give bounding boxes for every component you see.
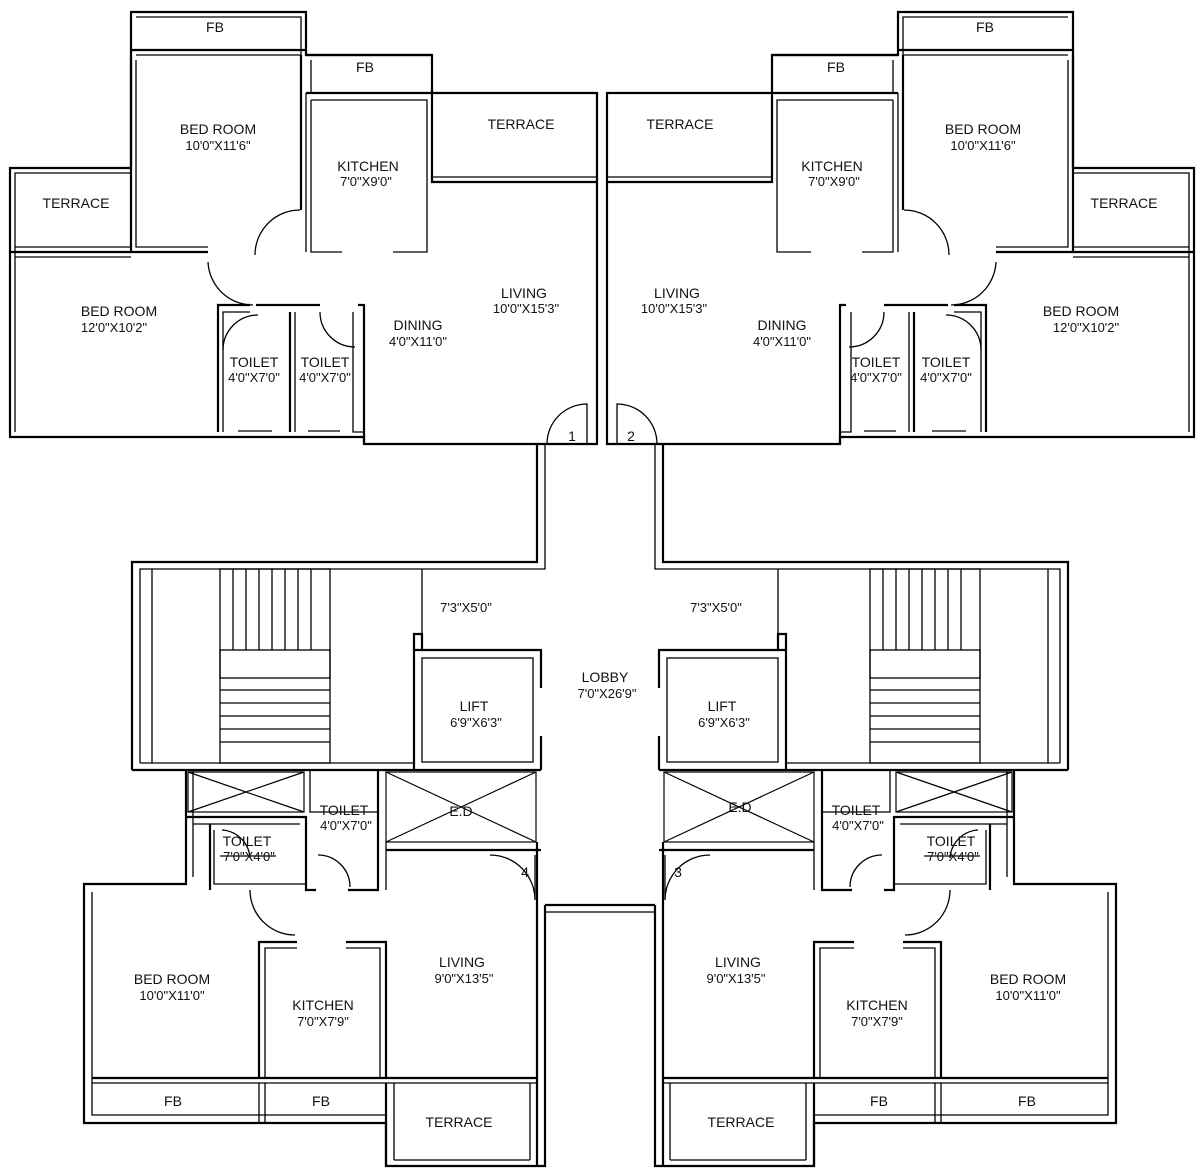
ur-toilet2-size: 4'0"X7'0": [920, 370, 972, 385]
ur-terrace-top: TERRACE: [647, 116, 714, 132]
flat-upper-left: [8, 10, 599, 446]
lr-terrace: TERRACE: [708, 1114, 775, 1130]
ur-bedroom1-size: 10'0"X11'6": [950, 138, 1016, 153]
right-landing-size: 7'3"X5'0": [690, 600, 742, 615]
ll-terrace: TERRACE: [426, 1114, 493, 1130]
ll-toilet2-name: TOILET: [223, 833, 272, 849]
left-landing-size: 7'3"X5'0": [440, 600, 492, 615]
ul-fb-top: FB: [206, 19, 224, 35]
lr-toilet1-name: TOILET: [832, 802, 881, 818]
ul-bedroom1-size: 10'0"X11'6": [185, 138, 251, 153]
lobby-name: LOBBY: [582, 669, 629, 685]
ul-fb-kitchen: FB: [356, 59, 374, 75]
ul-living-name: LIVING: [501, 285, 547, 301]
core: [130, 444, 1070, 913]
ll-toilet1-size: 4'0"X7'0": [320, 818, 372, 833]
right-lift-name: LIFT: [708, 698, 737, 714]
ur-door-number: 2: [627, 428, 635, 444]
ul-living-size: 10'0"X15'3": [493, 301, 560, 316]
lr-toilet2-name: TOILET: [927, 833, 976, 849]
left-duct-label: E.D: [449, 803, 472, 819]
ul-toilet1-name: TOILET: [230, 354, 279, 370]
lr-living-name: LIVING: [715, 954, 761, 970]
ur-fb-kitchen: FB: [827, 59, 845, 75]
ll-door-number: 4: [521, 864, 529, 880]
lr-door-number: 3: [674, 864, 682, 880]
ur-dining-size: 4'0"X11'0": [753, 334, 811, 349]
lobby-size: 7'0"X26'9": [577, 686, 636, 701]
ul-toilet2-size: 4'0"X7'0": [299, 370, 351, 385]
ll-toilet2-size: 7'0"X4'0": [223, 849, 275, 864]
flat-lower-right: [653, 770, 1118, 1168]
left-lift-size: 6'9"X6'3": [450, 715, 502, 730]
ul-kitchen-name: KITCHEN: [337, 158, 398, 174]
ul-toilet2-name: TOILET: [301, 354, 350, 370]
lr-bedroom-size: 10'0"X11'0": [995, 988, 1061, 1003]
ll-bedroom-size: 10'0"X11'0": [139, 988, 205, 1003]
flat-lower-left: [82, 770, 547, 1168]
lr-toilet1-size: 4'0"X7'0": [832, 818, 884, 833]
ul-terrace-side: TERRACE: [43, 195, 110, 211]
ul-bedroom1-name: BED ROOM: [180, 121, 256, 137]
ul-terrace-top: TERRACE: [488, 116, 555, 132]
ul-bedroom2-size: 12'0"X10'2": [81, 320, 148, 335]
ur-terrace-side: TERRACE: [1091, 195, 1158, 211]
right-lift-size: 6'9"X6'3": [698, 715, 750, 730]
lr-kitchen-name: KITCHEN: [846, 997, 907, 1013]
ul-bedroom2-name: BED ROOM: [81, 303, 157, 319]
left-lift-name: LIFT: [460, 698, 489, 714]
ll-living-size: 9'0"X13'5": [434, 971, 493, 986]
right-duct-label: E.D: [728, 799, 751, 815]
lr-fb1: FB: [870, 1093, 888, 1109]
ul-dining-name: DINING: [394, 317, 443, 333]
ur-toilet1-size: 4'0"X7'0": [850, 370, 902, 385]
ur-kitchen-name: KITCHEN: [801, 158, 862, 174]
ll-kitchen-size: 7'0"X7'9": [297, 1014, 349, 1029]
ur-bedroom1-name: BED ROOM: [945, 121, 1021, 137]
ur-bedroom2-size: 12'0"X10'2": [1053, 320, 1120, 335]
ur-living-name: LIVING: [654, 285, 700, 301]
ll-kitchen-name: KITCHEN: [292, 997, 353, 1013]
ur-kitchen-size: 7'0"X9'0": [808, 174, 860, 189]
ll-fb2: FB: [312, 1093, 330, 1109]
ul-door-number: 1: [568, 428, 576, 444]
lr-kitchen-size: 7'0"X7'9": [851, 1014, 903, 1029]
ul-toilet1-size: 4'0"X7'0": [228, 370, 280, 385]
ll-bedroom-name: BED ROOM: [134, 971, 210, 987]
lr-bedroom-name: BED ROOM: [990, 971, 1066, 987]
ll-living-name: LIVING: [439, 954, 485, 970]
ur-bedroom2-name: BED ROOM: [1043, 303, 1119, 319]
ul-kitchen-size: 7'0"X9'0": [340, 174, 392, 189]
lr-toilet2-size: 7'0"X4'0": [927, 849, 979, 864]
flat-upper-right: [605, 10, 1196, 446]
ur-living-size: 10'0"X15'3": [641, 301, 708, 316]
ll-toilet1-name: TOILET: [320, 802, 369, 818]
ur-toilet2-name: TOILET: [922, 354, 971, 370]
ul-dining-size: 4'0"X11'0": [389, 334, 447, 349]
lr-living-size: 9'0"X13'5": [706, 971, 765, 986]
ur-dining-name: DINING: [758, 317, 807, 333]
lr-fb2: FB: [1018, 1093, 1036, 1109]
ll-fb1: FB: [164, 1093, 182, 1109]
ur-fb-top: FB: [976, 19, 994, 35]
ur-toilet1-name: TOILET: [852, 354, 901, 370]
